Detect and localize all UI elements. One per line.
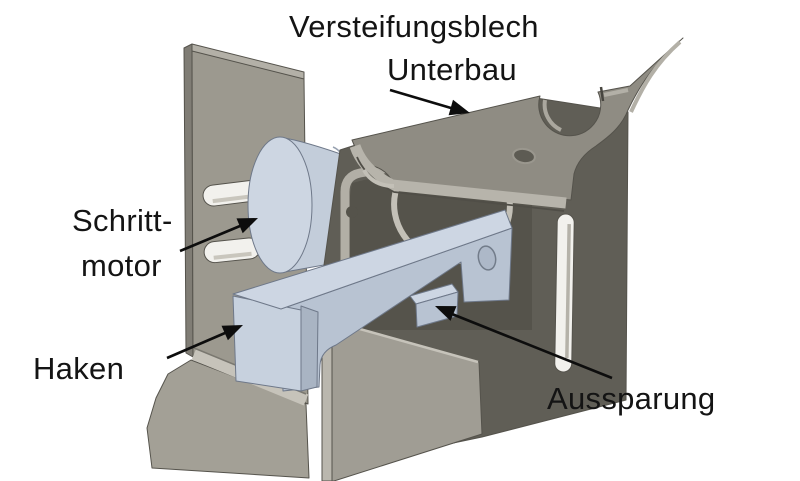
arrowhead-aussparung xyxy=(435,306,457,321)
rear-panel-slot xyxy=(554,213,575,373)
plate-notch-flange-arc xyxy=(362,168,395,188)
plate-cutout-wall xyxy=(542,99,562,132)
hook-beam-top-face xyxy=(232,209,513,310)
arrow-schrittmotor xyxy=(179,218,258,253)
left-panel-foot-face xyxy=(146,359,310,479)
label-haken: Haken xyxy=(33,351,125,386)
arrowhead-unterbau xyxy=(448,99,470,116)
arrow-unterbau xyxy=(389,88,470,116)
hook-drop-front-face xyxy=(232,295,302,392)
label-unterbau: Unterbau xyxy=(387,52,517,87)
arrow-haken xyxy=(166,325,243,360)
motor-front-face xyxy=(247,136,313,274)
label-versteifungsblech: Versteifungsblech xyxy=(289,9,539,44)
plate-small-hole xyxy=(512,147,536,165)
hook xyxy=(232,209,513,392)
annotation-arrows xyxy=(166,88,613,380)
plate-top-face xyxy=(351,37,684,201)
panel-slot-upper xyxy=(202,180,262,207)
bracket-frame-band xyxy=(340,144,501,262)
arrow-aussparung xyxy=(435,306,613,380)
plate-slit xyxy=(599,86,605,102)
arrowhead-schrittmotor xyxy=(236,218,258,234)
arrowhead-haken xyxy=(221,325,243,341)
plate-tab-edge xyxy=(603,88,629,97)
stiffening-plate xyxy=(349,37,684,212)
plate-wing-edge xyxy=(629,40,682,113)
label-aussparung: Aussparung xyxy=(547,381,716,416)
hook-drop-side-face xyxy=(300,305,319,392)
hook-end-hole xyxy=(477,245,497,271)
label-schrittmotor-line1: Schritt- xyxy=(72,203,173,238)
bracket-keyway-notch xyxy=(346,206,358,218)
label-schrittmotor-line2: motor xyxy=(81,248,162,283)
